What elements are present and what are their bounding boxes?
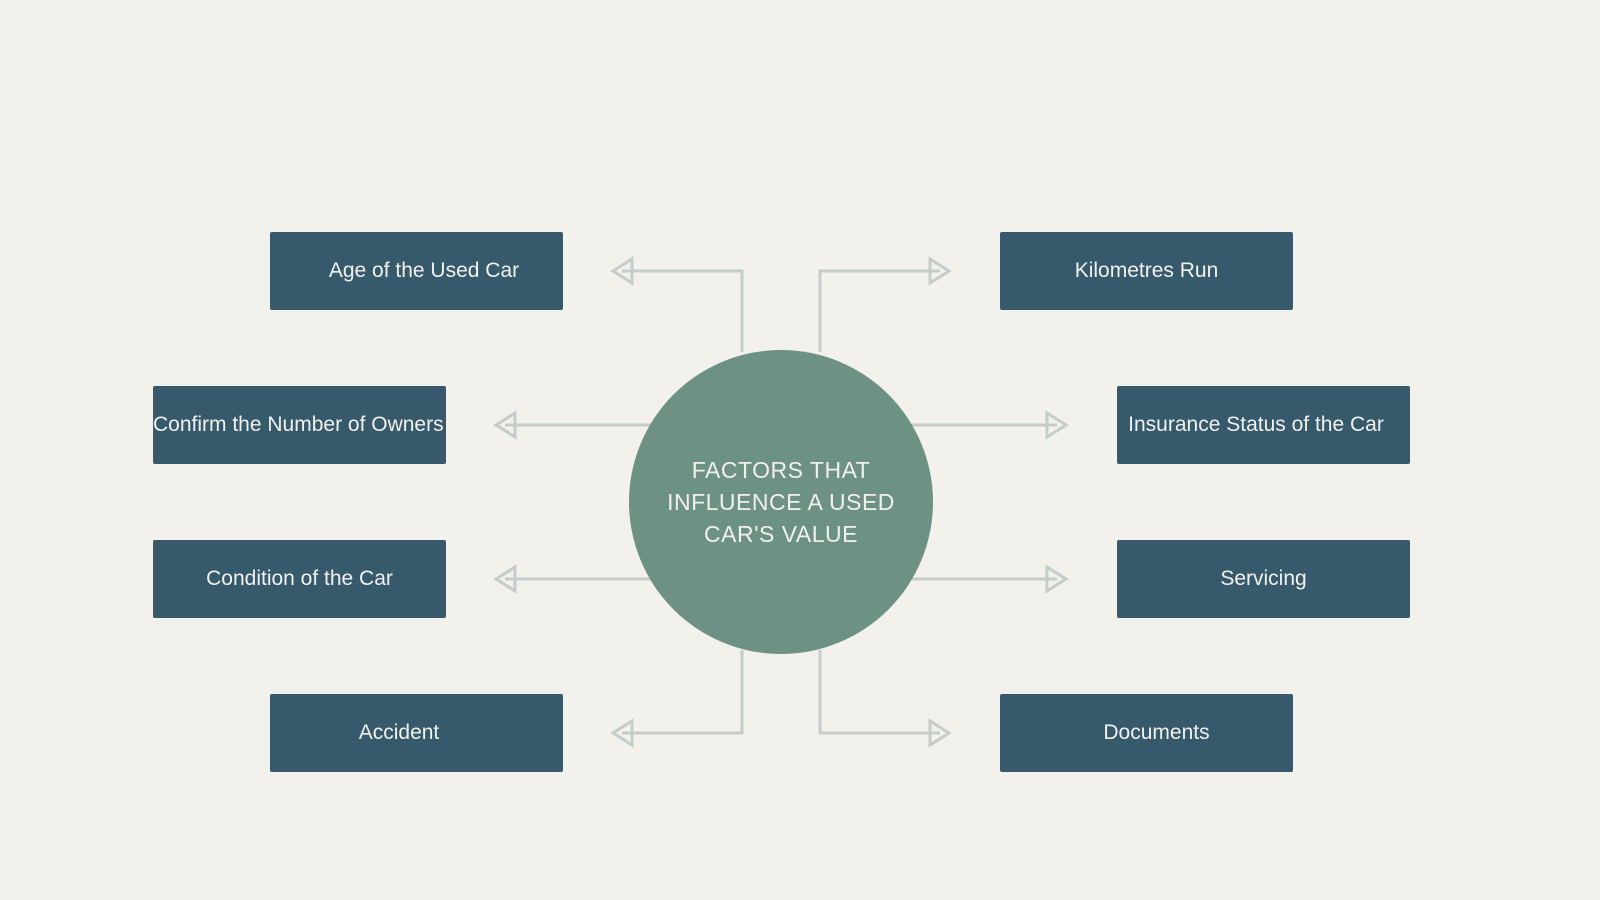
factor-accident: Accident — [270, 694, 563, 772]
factor-label: Confirm the Number of Owners — [153, 413, 444, 436]
factor-servicing: Servicing — [1117, 540, 1410, 618]
factor-label: Documents — [1103, 721, 1210, 744]
factor-kilometres-run: Kilometres Run — [1000, 232, 1293, 310]
factor-label: Accident — [358, 721, 440, 744]
factor-condition-of-car: Condition of the Car — [153, 540, 446, 618]
arrowhead-servicing — [1045, 564, 1069, 594]
factor-label: Servicing — [1220, 567, 1307, 590]
connector-documents — [818, 650, 940, 735]
arrowhead-documents — [928, 718, 952, 748]
center-title: FACTORS THAT INFLUENCE A USED CAR'S VALU… — [667, 457, 895, 547]
connector-accident — [622, 650, 744, 735]
connector-age — [622, 269, 744, 352]
arrowhead-age — [610, 256, 634, 286]
factor-age-of-used-car: Age of the Used Car — [270, 232, 563, 310]
arrowhead-condition — [493, 564, 517, 594]
arrowhead-accident — [610, 718, 634, 748]
arrowhead-owners — [493, 410, 517, 440]
factor-documents: Documents — [1000, 694, 1293, 772]
factor-label: Age of the Used Car — [328, 259, 520, 282]
factor-label: Kilometres Run — [1074, 259, 1219, 282]
factor-insurance-status: Insurance Status of the Car — [1117, 386, 1410, 464]
arrowhead-insurance — [1045, 410, 1069, 440]
factor-label: Insurance Status of the Car — [1128, 413, 1384, 436]
center-circle: FACTORS THAT INFLUENCE A USED CAR'S VALU… — [629, 350, 933, 654]
arrowhead-kilometres — [928, 256, 952, 286]
factor-number-of-owners: Confirm the Number of Owners — [153, 386, 446, 464]
factor-label: Condition of the Car — [206, 567, 393, 590]
connector-kilometres — [818, 269, 940, 352]
